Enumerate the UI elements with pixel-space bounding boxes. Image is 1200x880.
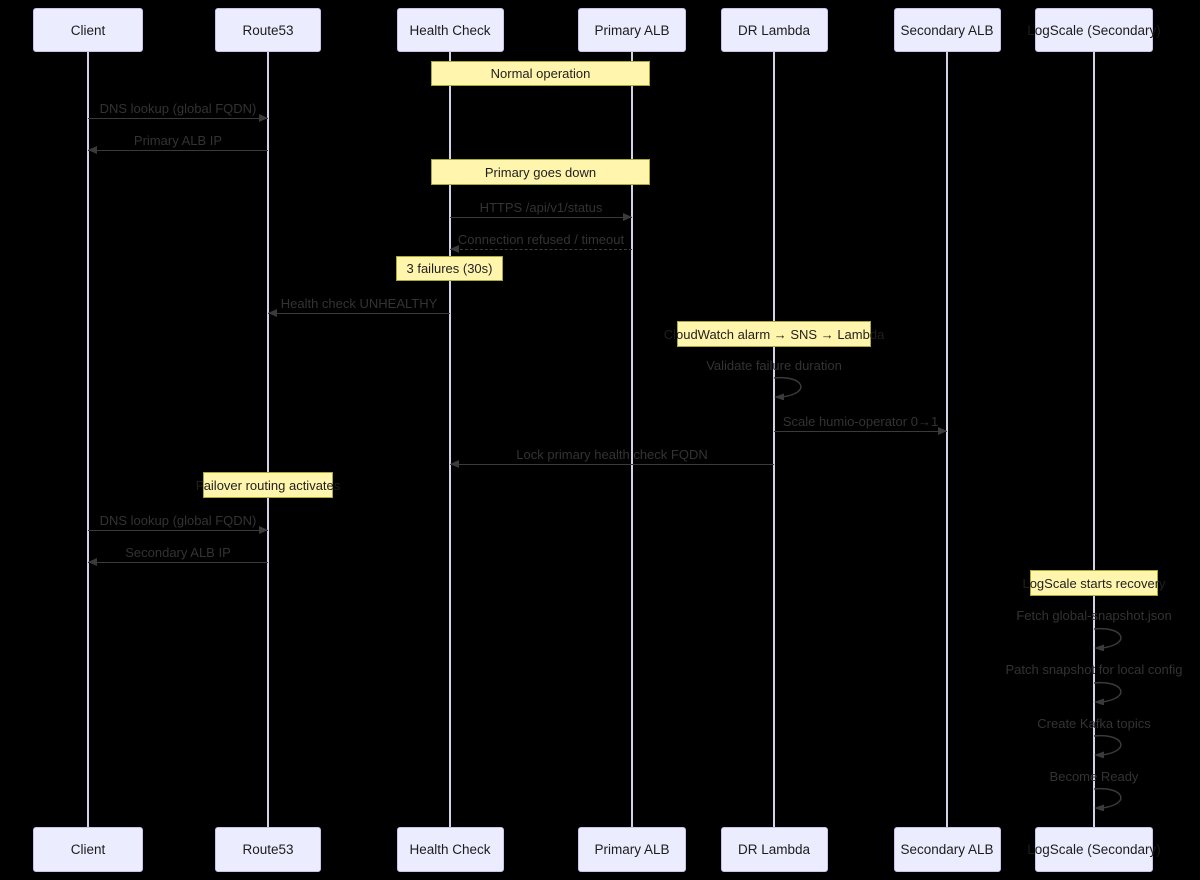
lifeline-dr-lambda <box>773 52 775 828</box>
arrowhead-left-icon <box>88 146 97 154</box>
participant-bottom-logscale-secondary: LogScale (Secondary) <box>1027 827 1161 872</box>
message-label: Scale humio-operator 0→1 <box>782 414 939 429</box>
participant-bottom-primary-alb: Primary ALB <box>578 827 686 872</box>
self-loop-arrow-icon <box>1092 681 1136 706</box>
participant-top-secondary-alb: Secondary ALB <box>893 8 1001 52</box>
participant-top-client: Client <box>33 8 143 52</box>
arrowhead-left-icon <box>450 245 459 253</box>
arrowhead-right-icon <box>259 114 268 122</box>
message-label: Health check UNHEALTHY <box>280 296 438 311</box>
message-line <box>88 118 268 119</box>
self-loop-arrow-icon <box>772 376 816 401</box>
note: CloudWatch alarm → SNS → Lambda <box>664 321 884 347</box>
participant-top-logscale-secondary: LogScale (Secondary) <box>1027 8 1161 52</box>
lifeline-logscale-secondary <box>1093 52 1095 828</box>
arrowhead-right-icon <box>259 526 268 534</box>
message-line <box>450 464 774 465</box>
lifeline-primary-alb <box>631 52 633 828</box>
message-line <box>774 431 947 432</box>
lifeline-route53 <box>267 52 269 828</box>
lifeline-health-check <box>449 52 451 828</box>
lifeline-secondary-alb <box>946 52 948 828</box>
note: 3 failures (30s) <box>396 256 503 281</box>
self-loop-arrow-icon <box>1092 627 1136 652</box>
participant-top-dr-lambda: DR Lambda <box>720 8 828 52</box>
arrowhead-right-icon <box>623 213 632 221</box>
message-label: HTTPS /api/v1/status <box>479 200 603 215</box>
message-line <box>88 150 268 151</box>
lifeline-client <box>87 52 89 828</box>
note: Failover routing activates <box>196 472 340 498</box>
message-line <box>88 562 268 563</box>
note: LogScale starts recovery <box>1022 570 1166 596</box>
message-label: DNS lookup (global FQDN) <box>99 513 257 528</box>
message-line <box>268 313 450 314</box>
self-loop-label: Fetch global-snapshot.json <box>1016 608 1172 623</box>
self-loop-arrow-icon <box>1092 787 1136 812</box>
message-line <box>450 249 632 250</box>
participant-bottom-secondary-alb: Secondary ALB <box>893 827 1001 872</box>
message-line <box>450 217 632 218</box>
participant-bottom-health-check: Health Check <box>396 827 504 872</box>
participant-bottom-route53: Route53 <box>215 827 321 872</box>
message-label: DNS lookup (global FQDN) <box>99 101 257 116</box>
message-label: Primary ALB IP <box>133 133 223 148</box>
note: Primary goes down <box>431 159 650 185</box>
arrowhead-left-icon <box>450 460 459 468</box>
participant-top-route53: Route53 <box>215 8 321 52</box>
participant-top-primary-alb: Primary ALB <box>578 8 686 52</box>
participant-top-health-check: Health Check <box>396 8 504 52</box>
note: Normal operation <box>431 61 650 86</box>
participant-bottom-dr-lambda: DR Lambda <box>720 827 828 872</box>
self-loop-label: Create Kafka topics <box>1037 716 1151 731</box>
self-loop-label: Patch snapshot for local config <box>1005 662 1183 677</box>
message-label: Secondary ALB IP <box>125 545 231 560</box>
self-loop-label: Become Ready <box>1049 769 1139 784</box>
self-loop-arrow-icon <box>1092 734 1136 759</box>
arrowhead-left-icon <box>88 558 97 566</box>
message-label: Connection refused / timeout <box>457 232 625 247</box>
message-label: Lock primary health check FQDN <box>516 447 708 462</box>
arrowhead-left-icon <box>268 309 277 317</box>
arrowhead-right-icon <box>938 427 947 435</box>
message-line <box>88 530 268 531</box>
participant-bottom-client: Client <box>33 827 143 872</box>
